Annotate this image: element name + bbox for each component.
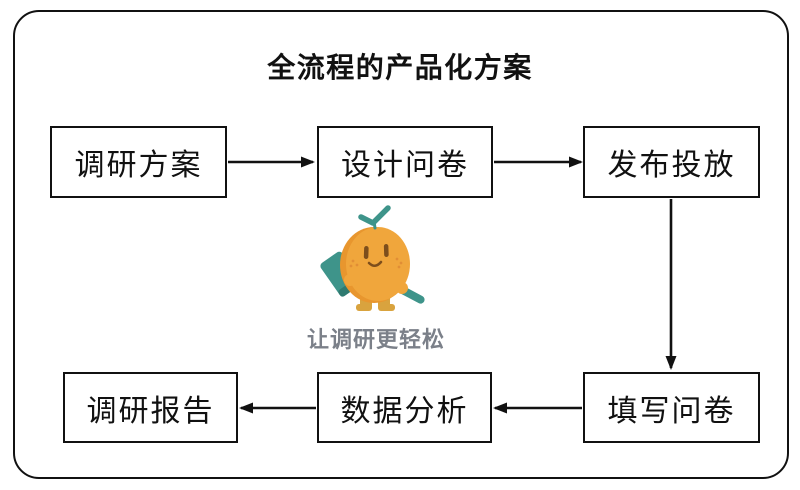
- orange-mascot-icon: [320, 205, 425, 311]
- node-design-survey-label: 设计问卷: [341, 149, 469, 182]
- node-research-report: 调研报告: [63, 372, 238, 443]
- node-design-survey: 设计问卷: [317, 126, 493, 198]
- node-publish-distribute: 发布投放: [583, 126, 760, 198]
- node-fill-survey-label: 填写问卷: [607, 394, 736, 428]
- mascot-sprout: [358, 205, 391, 230]
- mascot-hands: [344, 274, 408, 294]
- node-data-analysis-label: 数据分析: [340, 394, 469, 428]
- node-research-report-label: 调研报告: [86, 394, 215, 428]
- mascot-tagline: 让调研更轻松: [306, 327, 445, 352]
- diagram-title: 全流程的产品化方案: [267, 52, 533, 83]
- node-research-plan-label: 调研方案: [74, 149, 203, 182]
- node-publish-distribute-label: 发布投放: [607, 149, 736, 182]
- node-data-analysis: 数据分析: [317, 372, 492, 443]
- diagram-frame: [13, 10, 789, 479]
- node-research-plan: 调研方案: [50, 126, 227, 198]
- mascot-face: [349, 243, 403, 269]
- node-fill-survey: 填写问卷: [583, 372, 760, 443]
